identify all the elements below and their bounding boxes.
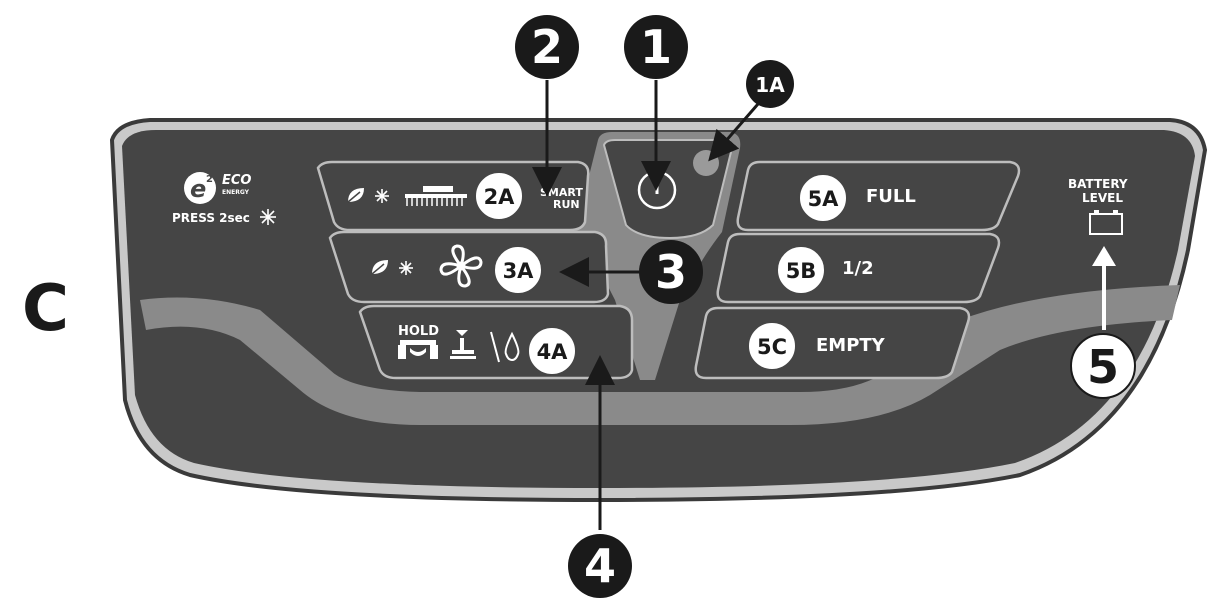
hold-label: HOLD xyxy=(398,324,439,339)
figure-label: C xyxy=(22,272,69,346)
press-2sec-label: PRESS 2sec xyxy=(172,211,250,225)
row3-icons xyxy=(371,244,483,288)
svg-text:5A: 5A xyxy=(808,187,840,211)
callout-1a: 1A xyxy=(746,60,794,108)
callout-5: 5 xyxy=(1070,333,1136,399)
svg-text:e: e xyxy=(190,175,206,203)
svg-text:3: 3 xyxy=(655,245,687,299)
fan-icon xyxy=(439,244,483,288)
level-empty-label: EMPTY xyxy=(816,335,886,356)
callout-4: 4 xyxy=(568,534,632,598)
callout-arrows xyxy=(532,80,760,530)
svg-text:1A: 1A xyxy=(755,73,785,97)
svg-text:5: 5 xyxy=(1087,340,1119,394)
level-half-label: 1/2 xyxy=(842,258,874,279)
button-badge-4a: 4A xyxy=(527,326,577,376)
svg-text:2: 2 xyxy=(531,20,563,74)
drop-icon xyxy=(504,331,520,362)
button-badge-5c: 5C xyxy=(747,321,797,371)
svg-text:5B: 5B xyxy=(786,259,817,283)
eco-label: ECO xyxy=(222,173,251,188)
leaf-icon xyxy=(347,188,364,203)
row4-icons: HOLD xyxy=(398,324,520,363)
button-badge-5a: 5A xyxy=(798,173,848,223)
svg-text:3A: 3A xyxy=(503,259,535,283)
sun-icon xyxy=(399,261,413,275)
eco-energy-logo: e 2 ECO ENERGY PRESS 2sec xyxy=(172,172,276,225)
callout-2: 2 xyxy=(515,15,579,79)
battery-arrow xyxy=(1092,246,1116,330)
button-badge-3a: 3A xyxy=(493,245,543,295)
button-badge-2a: 2A xyxy=(474,171,524,221)
level-full-label: FULL xyxy=(866,186,916,207)
squeegee-lift-icon xyxy=(450,330,476,359)
callout-1: 1 xyxy=(624,15,688,79)
svg-text:2A: 2A xyxy=(484,185,516,209)
level-label: LEVEL xyxy=(1082,191,1123,205)
svg-text:1: 1 xyxy=(640,20,672,74)
button-badge-5b: 5B xyxy=(776,245,826,295)
leaf-icon xyxy=(371,260,388,275)
power-indicator-led xyxy=(693,150,719,176)
svg-text:2: 2 xyxy=(206,174,213,185)
svg-text:5C: 5C xyxy=(757,335,787,359)
callout-3: 3 xyxy=(639,240,703,304)
sun-icon xyxy=(375,189,389,203)
battery-label: BATTERY xyxy=(1068,177,1128,191)
svg-text:4A: 4A xyxy=(537,340,569,364)
brush-icon xyxy=(405,186,467,206)
sun-icon xyxy=(260,209,276,225)
svg-text:4: 4 xyxy=(584,539,616,593)
battery-icon xyxy=(1089,210,1123,235)
squeegee-icon xyxy=(398,340,438,359)
run-label: RUN xyxy=(553,198,580,211)
energy-label: ENERGY xyxy=(222,189,250,196)
